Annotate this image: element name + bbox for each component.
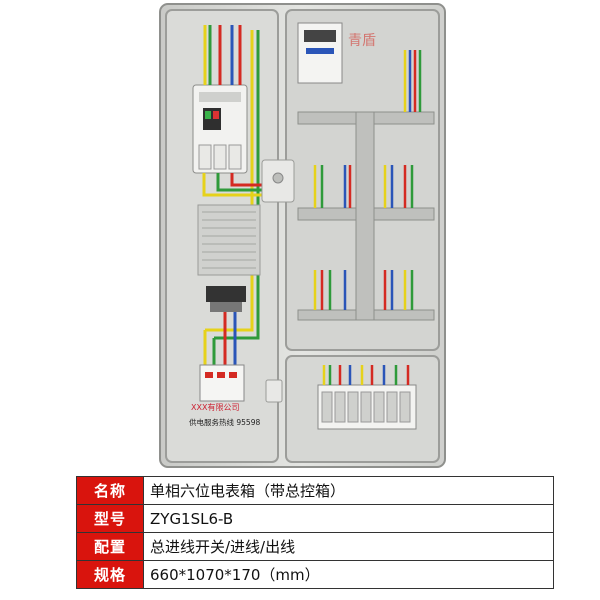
spec-label: 型号: [76, 504, 144, 533]
watermark: 青盾: [348, 33, 376, 49]
spec-row-model: 型号 ZYG1SL6-B: [76, 504, 554, 533]
meter-wiring: [313, 50, 422, 310]
spec-value: 660*1070*170（mm）: [143, 560, 554, 589]
hinge-bracket: [261, 159, 295, 203]
meter-box-photo: XXX有限公司 供电服务热线 95598 青盾: [159, 3, 446, 468]
main-switch: [192, 84, 248, 174]
spec-label: 配置: [76, 532, 144, 561]
breaker-wiring: [322, 365, 410, 385]
spec-value: ZYG1SL6-B: [143, 504, 554, 533]
surge-protector: [199, 364, 245, 402]
terminal-block: [206, 286, 246, 312]
spec-table: 名称 单相六位电表箱（带总控箱） 型号 ZYG1SL6-B 配置 总进线开关/进…: [76, 476, 554, 589]
spec-label: 名称: [76, 476, 144, 505]
spec-value: 单相六位电表箱（带总控箱）: [143, 476, 554, 505]
vent-grille: [197, 204, 261, 276]
spec-row-size: 规格 660*1070*170（mm）: [76, 560, 554, 589]
spec-row-config: 配置 总进线开关/进线/出线: [76, 532, 554, 561]
left-hotline-label: 供电服务热线 95598: [189, 417, 260, 427]
meter-rails: [297, 111, 435, 321]
meter-top: [297, 22, 343, 84]
breaker-row: [317, 384, 417, 430]
lock-tab: [265, 379, 283, 403]
spec-row-name: 名称 单相六位电表箱（带总控箱）: [76, 476, 554, 505]
left-company-label: XXX有限公司: [191, 402, 239, 412]
spec-value: 总进线开关/进线/出线: [143, 532, 554, 561]
spec-label: 规格: [76, 560, 144, 589]
